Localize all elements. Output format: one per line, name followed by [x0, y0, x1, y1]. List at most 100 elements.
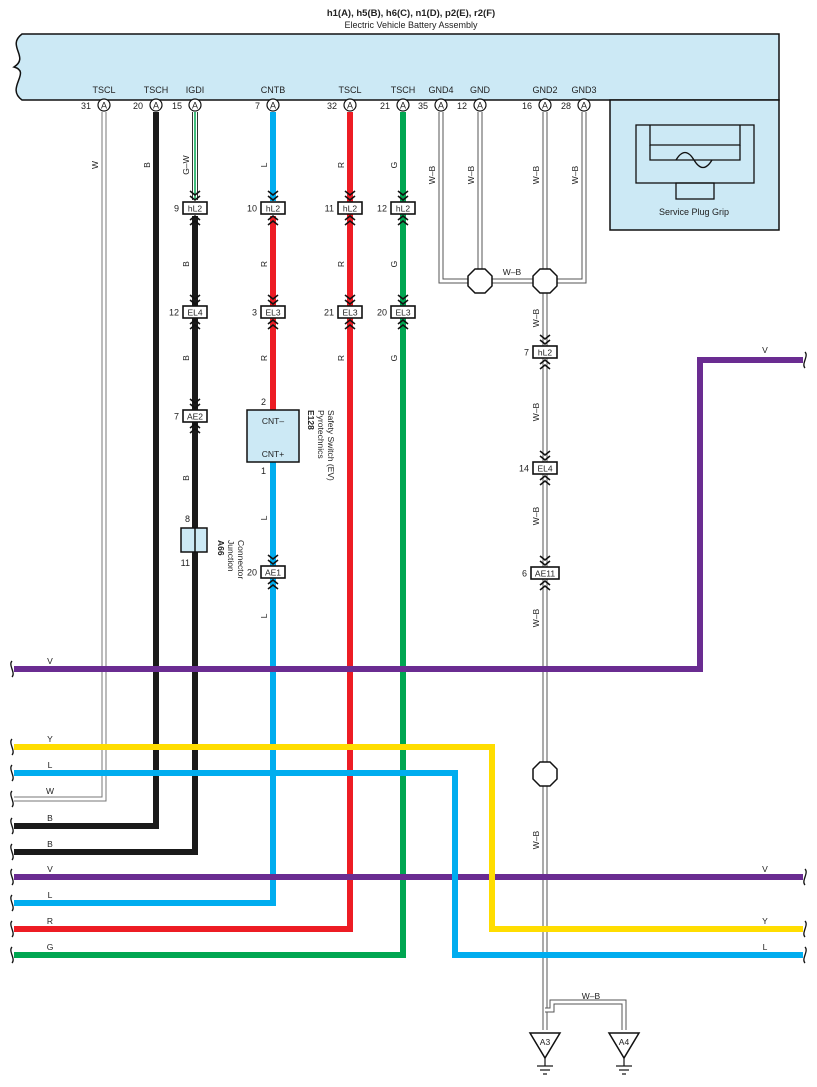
wire-label: L [763, 942, 768, 952]
left-wire-breaks [10, 660, 14, 964]
connector-chevron [344, 299, 356, 306]
connector-chevron [189, 318, 201, 325]
wire-label: R [259, 355, 269, 361]
pin-conn: A [347, 101, 353, 111]
connector-chevron [189, 195, 201, 202]
connector-chevron [267, 195, 279, 202]
pin-conn: A [270, 101, 276, 111]
connector-box [182, 409, 208, 423]
connector-id: hL2 [188, 204, 202, 214]
wire-label: W [90, 161, 100, 169]
pin-number: 20 [133, 101, 143, 111]
wire-label: R [336, 355, 346, 361]
connector-chevron [267, 190, 279, 197]
connector-chevron [267, 578, 279, 585]
pin-conn: A [438, 101, 444, 111]
connector-pin: 14 [519, 464, 529, 474]
ground-a3: A3 [528, 1032, 562, 1075]
wire-label: L [259, 613, 269, 618]
wire-labels-vertical: W B G–W L R G W–B W–B W–B W–B B R R G B … [90, 155, 580, 849]
junction-pin-top: 8 [185, 514, 190, 524]
pyro-switch: CNT– CNT+ 2 1 E128 Pyrotechnics Safety S… [246, 397, 336, 481]
connector-pin: 7 [524, 348, 529, 358]
connector-chevron [189, 422, 201, 429]
terminal-name: GND2 [532, 85, 557, 95]
wire-label: W–B [531, 506, 541, 525]
wire-label: W–B [427, 165, 437, 184]
connector-chevron [539, 339, 551, 346]
connector-box [390, 305, 416, 319]
connector-pin: 12 [377, 204, 387, 214]
connector-chevron [397, 195, 409, 202]
wire-label: W–B [503, 267, 522, 277]
header-title: h1(A), h5(B), h6(C), n1(D), p2(E), r2(F) [327, 8, 495, 19]
connector-id: hL2 [266, 204, 280, 214]
pin-number: 32 [327, 101, 337, 111]
service-plug-icon [635, 124, 755, 200]
wire-r-tscl [14, 112, 353, 932]
pin-number: 21 [380, 101, 390, 111]
connector-pin: 20 [247, 568, 257, 578]
connector-chevron [539, 584, 551, 591]
connector-chevron [267, 219, 279, 226]
battery-assembly-panel [12, 33, 780, 101]
connector-pin: 9 [174, 204, 179, 214]
wire-label: L [259, 162, 269, 167]
wire-label: R [336, 261, 346, 267]
wire-l-long [14, 770, 803, 958]
connector-chevron [189, 190, 201, 197]
inline-connector: hL2 9 [174, 190, 208, 226]
splice-octagon [532, 761, 558, 787]
wire-label: L [48, 890, 53, 900]
connector-id: AE2 [187, 412, 203, 422]
connector-chevron [397, 318, 409, 325]
connector-chevron [189, 323, 201, 330]
connector-pin: 3 [252, 308, 257, 318]
connector-chevron [539, 555, 551, 562]
connector-id: EL3 [265, 308, 280, 318]
connector-id: EL4 [187, 308, 202, 318]
wire-label: W–B [570, 165, 580, 184]
wire-g-tsch [14, 112, 406, 958]
connector-chevron [344, 190, 356, 197]
wire-label: L [48, 760, 53, 770]
connector-id: EL4 [537, 464, 552, 474]
wire-label: W–B [531, 402, 541, 421]
wire-label: B [47, 839, 53, 849]
ground-a4: A4 [607, 1032, 641, 1075]
wire-label: G [389, 261, 399, 268]
connector-id: hL2 [343, 204, 357, 214]
connector-chevron [397, 299, 409, 306]
wire-label: W [46, 786, 54, 796]
connector-chevron [344, 294, 356, 301]
connector-chevron [344, 318, 356, 325]
pin-number: 16 [522, 101, 532, 111]
connector-chevron [539, 474, 551, 481]
connector-chevron [189, 294, 201, 301]
wire-label: Y [47, 734, 53, 744]
wire-label: B [181, 475, 191, 481]
connector-id: EL3 [342, 308, 357, 318]
wire-label: B [47, 813, 53, 823]
connector-chevron [189, 398, 201, 405]
connector-box [337, 201, 363, 215]
connector-box [260, 305, 286, 319]
pin-number: 7 [255, 101, 260, 111]
terminal-name: GND4 [428, 85, 453, 95]
connector-chevron [267, 299, 279, 306]
connector-chevron [397, 323, 409, 330]
pin-conn: A [581, 101, 587, 111]
terminal-name: TSCH [144, 85, 169, 95]
junction-connector: 8 11 A66 Junction Connector [180, 514, 246, 579]
terminal-name: IGDI [186, 85, 205, 95]
wire-label: B [181, 355, 191, 361]
terminal-pins: 31 A 20 A 15 A 7 A 32 A 21 A 35 A 12 A 1… [81, 98, 591, 112]
